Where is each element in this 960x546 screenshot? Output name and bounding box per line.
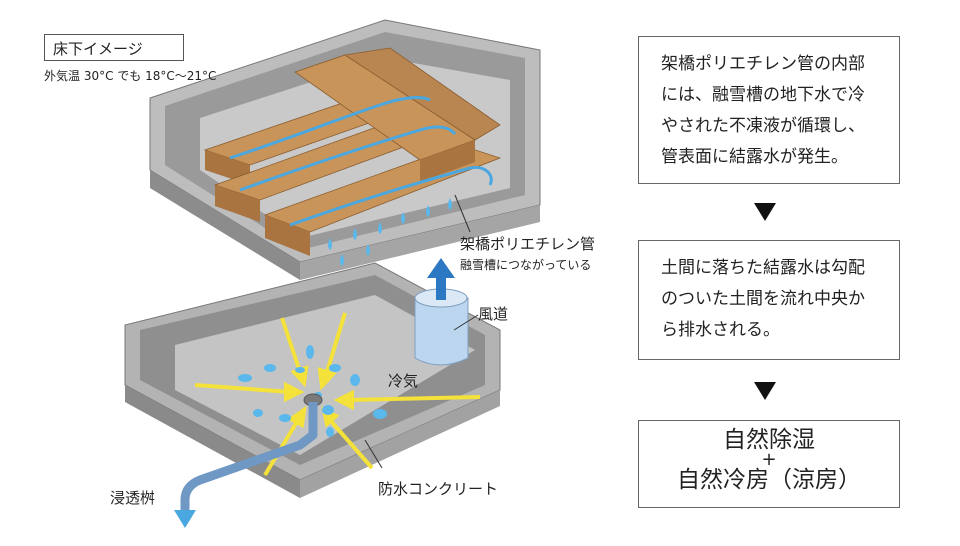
drain-pipe	[180, 402, 318, 512]
concrete-label: 防水コンクリート	[378, 480, 499, 498]
step-3-plus: +	[761, 449, 777, 470]
pipe-label: 架橋ポリエチレン管	[460, 235, 596, 253]
down-arrow-icon	[754, 203, 776, 221]
air-duct	[414, 258, 469, 366]
lower-floor-box	[124, 262, 501, 498]
floor-diagram	[124, 19, 541, 528]
step-1-text: 架橋ポリエチレン管の内部には、融雪槽の地下水で冷やされた不凍液が循環し、管表面に…	[661, 54, 865, 167]
step-1-box: 架橋ポリエチレン管の内部には、融雪槽の地下水で冷やされた不凍液が循環し、管表面に…	[638, 36, 900, 184]
down-arrow-icon	[754, 382, 776, 400]
duct-label: 風道	[478, 305, 509, 323]
drain-outflow-arrow	[174, 510, 196, 528]
condensation-drops-upper	[328, 198, 452, 266]
step-3-line2: 自然冷房（涼房）	[677, 467, 861, 493]
polyethylene-pipe	[229, 96, 493, 227]
temperature-note: 外気温 30°C でも 18°C〜21°C	[44, 69, 217, 83]
pipe-sub-label: 融雪槽につながっている	[460, 258, 592, 272]
cold-air-label: 冷気	[388, 372, 419, 390]
pipe-label-pointer	[454, 194, 471, 233]
concrete-label-pointer	[364, 439, 383, 469]
duct-label-pointer	[453, 314, 479, 331]
step-2-box: 土間に落ちた結露水は勾配のついた土間を流れ中央から排水される。	[638, 240, 900, 360]
basin-label: 浸透桝	[110, 489, 156, 507]
step-2-text: 土間に落ちた結露水は勾配のついた土間を流れ中央から排水される。	[661, 258, 865, 340]
floor-image-title: 床下イメージ	[44, 34, 184, 61]
step-3-box: 自然除湿 + 自然冷房（涼房）	[638, 420, 900, 508]
step-3-line1: 自然除湿	[723, 427, 815, 453]
